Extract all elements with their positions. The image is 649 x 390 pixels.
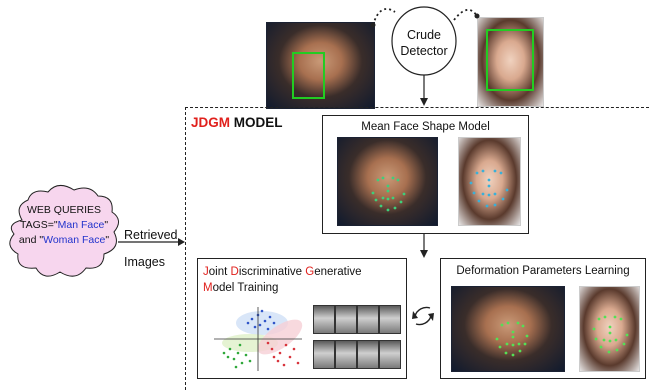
deformation-title: Deformation Parameters Learning <box>456 265 630 277</box>
eigenface-thumb <box>313 305 335 334</box>
jdgm-training-box: Joint Discriminative Generative Model Tr… <box>197 258 407 379</box>
eigenface-thumb <box>357 340 379 369</box>
eigenface-thumb <box>313 340 335 369</box>
woman-face-photo-top <box>477 17 544 107</box>
eigenface-thumb <box>335 340 357 369</box>
landmark-points <box>495 321 529 357</box>
cycle-arrow-bottom <box>415 315 432 326</box>
man-face-landmarks-photo <box>337 137 438 226</box>
dotted-arc-left <box>372 8 396 26</box>
retrieved-images-label: Retrieved Images <box>124 228 178 269</box>
woman-face-landmarks-photo <box>458 137 521 226</box>
eigenface-thumb <box>379 305 401 334</box>
woman-face-deformation-photo <box>579 286 640 372</box>
landmark-points <box>469 169 509 208</box>
model-region-left-border <box>185 107 186 390</box>
web-queries-text: WEB QUERIES TAGS="Man Face" and "Woman F… <box>18 204 110 246</box>
face-detection-box <box>486 29 534 91</box>
eigenface-thumb <box>357 305 379 334</box>
eigenface-thumb <box>335 305 357 334</box>
landmark-points <box>592 315 629 354</box>
model-title: JDGM MODEL <box>191 115 283 130</box>
jdgm-training-title: Joint Discriminative Generative Model Tr… <box>203 266 362 294</box>
model-region-top-border <box>185 107 649 108</box>
mean-face-title: Mean Face Shape Model <box>361 121 490 133</box>
deformation-learning-box: Deformation Parameters Learning <box>440 258 646 379</box>
detector-label: Crude Detector <box>400 28 448 58</box>
eigenface-thumb <box>379 340 401 369</box>
scatter-clusters <box>214 307 303 371</box>
face-detection-box <box>292 52 325 99</box>
man-face-deformation-photo <box>451 286 565 372</box>
mean-face-shape-model-box: Mean Face Shape Model <box>322 115 529 234</box>
web-query-cloud <box>9 185 119 277</box>
landmark-points <box>371 176 406 212</box>
man-face-photo-top <box>266 22 375 109</box>
cycle-arrow-top <box>414 306 431 317</box>
dotted-arc-right <box>453 9 478 21</box>
